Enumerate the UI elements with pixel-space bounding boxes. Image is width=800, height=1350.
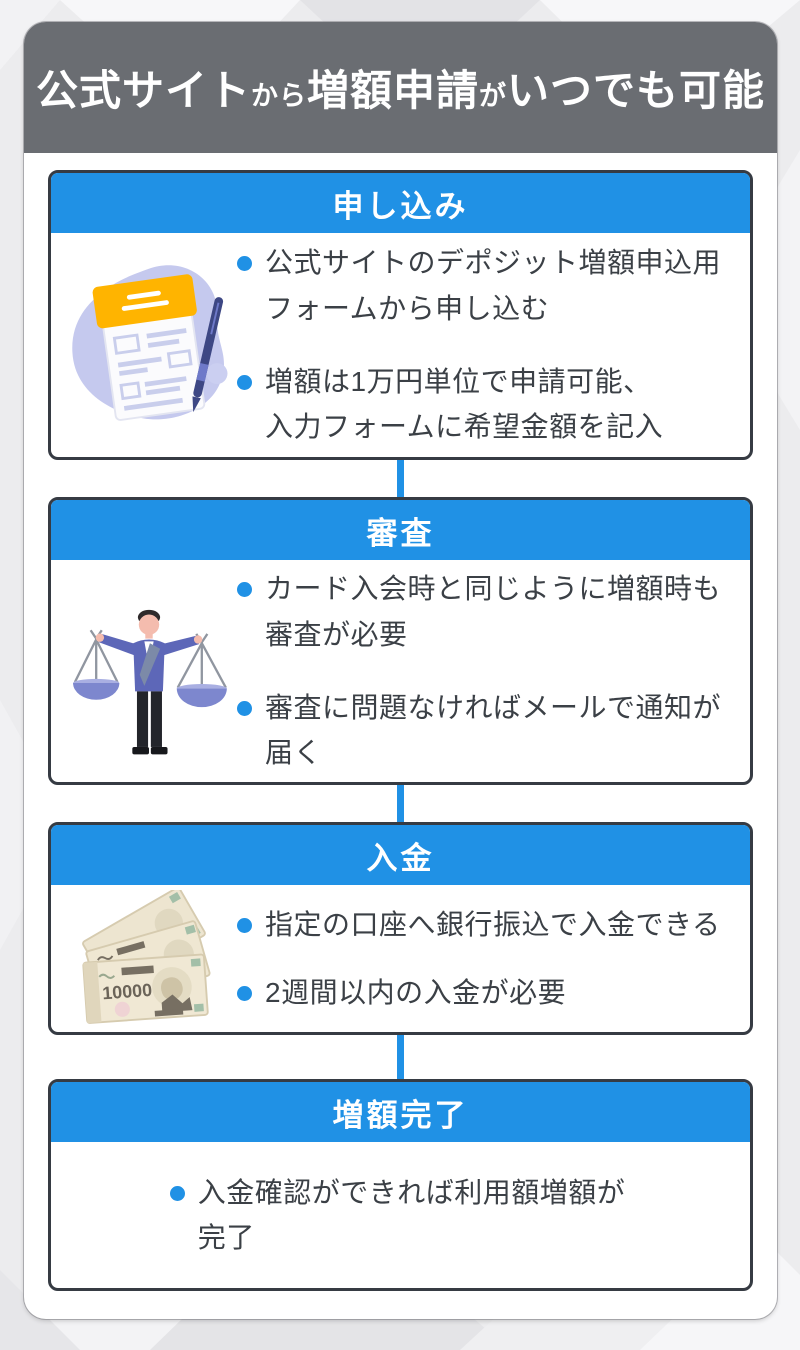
step-body: カード入会時と同じように増額時も 審査が必要 審査に問題なければメールで通知が …: [51, 560, 750, 782]
bullet-text: カード入会時と同じように増額時も 審査が必要: [265, 573, 722, 650]
bullet-list: カード入会時と同じように増額時も 審査が必要 審査に問題なければメールで通知が …: [237, 566, 750, 775]
title-segment: 増額申請: [306, 67, 479, 114]
bullet-list: 公式サイトのデポジット増額申込用 フォームから申し込む 増額は1万円単位で申請可…: [237, 240, 750, 449]
bullet-text: 2週間以内の入金が必要: [265, 976, 567, 1008]
list-item: カード入会時と同じように増額時も 審査が必要: [237, 566, 744, 657]
bullet-dot-icon: [237, 701, 252, 716]
bullet-dot-icon: [237, 582, 252, 598]
banknote-value-label: 10000: [102, 979, 153, 1002]
step-box-complete: 増額完了 入金確認ができれば利用額増額が 完了: [48, 1079, 753, 1291]
flow-connector: [397, 1035, 404, 1079]
infographic-card: 公式サイトから増額申請がいつでも可能 申し込み: [24, 22, 777, 1319]
step-box-application: 申し込み: [48, 170, 753, 460]
title-segment: が: [479, 81, 507, 111]
list-item: 指定の口座へ銀行振込で入金できる: [237, 902, 744, 947]
step-body: 公式サイトのデポジット増額申込用 フォームから申し込む 増額は1万円単位で申請可…: [51, 233, 750, 457]
title-segment: いつでも可能: [507, 67, 766, 114]
list-item: 公式サイトのデポジット増額申込用 フォームから申し込む: [237, 240, 744, 331]
step-title: 審査: [51, 500, 750, 560]
step-body: 入金確認ができれば利用額増額が 完了: [51, 1142, 750, 1288]
step-title: 入金: [51, 825, 750, 885]
balance-scales-illustration: [61, 571, 237, 771]
step-title: 申し込み: [51, 173, 750, 233]
list-item: 審査に問題なければメールで通知が 届く: [237, 685, 744, 776]
title-segment: から: [250, 81, 307, 111]
list-item: 入金確認ができれば利用額増額が 完了: [169, 1170, 626, 1261]
bullet-list: 入金確認ができれば利用額増額が 完了: [169, 1170, 632, 1261]
flow-connector: [397, 460, 404, 497]
yen-banknotes-illustration: 10000: [61, 889, 237, 1028]
bullet-dot-icon: [237, 256, 252, 272]
bullet-dot-icon: [237, 985, 252, 1001]
bullet-text: 審査に問題なければメールで通知が 届く: [265, 692, 722, 769]
bullet-list: 指定の口座へ銀行振込で入金できる 2週間以内の入金が必要: [237, 902, 750, 1015]
title-segment: 公式サイト: [35, 67, 251, 114]
bullet-dot-icon: [237, 918, 252, 934]
bullet-text: 入金確認ができれば利用額増額が 完了: [197, 1176, 626, 1253]
bullet-text: 公式サイトのデポジット増額申込用 フォームから申し込む: [265, 247, 722, 324]
list-item: 2週間以内の入金が必要: [237, 970, 744, 1015]
bullet-text: 指定の口座へ銀行振込で入金できる: [265, 909, 721, 941]
bullet-text: 増額は1万円単位で申請可能、 入力フォームに希望金額を記入: [265, 366, 664, 443]
flow-connector: [397, 785, 404, 822]
step-box-screening: 審査: [48, 497, 753, 785]
list-item: 増額は1万円単位で申請可能、 入力フォームに希望金額を記入: [237, 359, 744, 450]
flow-steps: 申し込み: [24, 153, 777, 1319]
bullet-dot-icon: [169, 1185, 185, 1201]
bullet-dot-icon: [237, 375, 252, 390]
step-body: 10000 指定の口座へ銀行振込で入金できる: [51, 885, 750, 1032]
step-title: 増額完了: [51, 1082, 750, 1142]
banner: 公式サイトから増額申請がいつでも可能: [24, 22, 777, 153]
step-box-deposit: 入金: [48, 822, 753, 1035]
clipboard-form-illustration: [61, 247, 237, 443]
page-title: 公式サイトから増額申請がいつでも可能: [36, 57, 765, 118]
